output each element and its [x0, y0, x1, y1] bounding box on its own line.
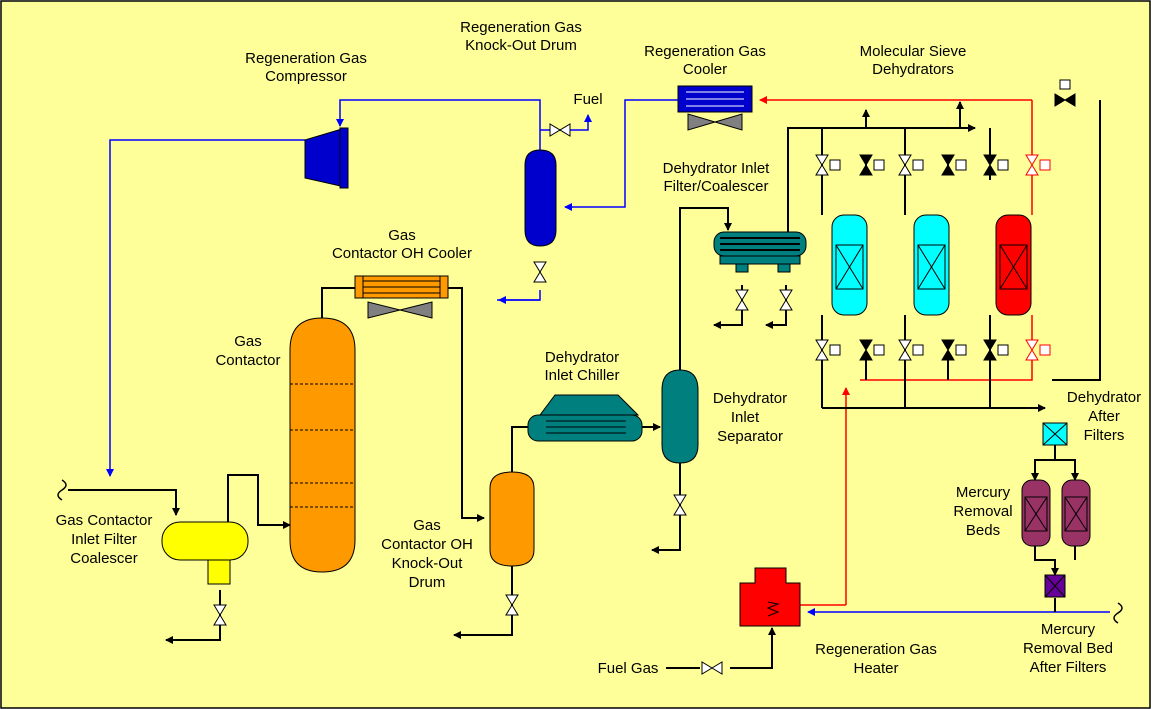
regen-heater: [739, 567, 801, 627]
mol-sieve-vessel-2: [913, 214, 950, 316]
mercury-removal-beds: [1021, 479, 1091, 547]
inlet-filter-coalescer: [161, 521, 249, 585]
regen-hot-lines: [759, 96, 1033, 606]
label-fuel: Fuel: [573, 91, 602, 108]
mol-sieve-vessel-1: [831, 214, 868, 316]
regen-compressor: [304, 127, 349, 189]
mercury-after-filter: [1044, 574, 1066, 598]
dehydrator-inlet-chiller: [527, 394, 643, 442]
valve-actuators: [829, 79, 1071, 356]
label-fuel-gas: Fuel Gas: [598, 660, 659, 677]
dehydrator-after-filter: [1042, 422, 1068, 446]
regen-gas-lines: [106, 99, 1110, 616]
regen-ko-drum: [524, 149, 557, 247]
regen-cooler: [677, 85, 753, 131]
inlet-break-symbol: [57, 479, 67, 501]
dehydrator-inlet-separator: [661, 369, 699, 464]
valves: [213, 93, 1076, 675]
mol-sieve-vessel-3: [995, 214, 1032, 316]
gas-contactor: [289, 317, 356, 573]
contactor-oh-cooler: [354, 275, 449, 319]
outlet-break-symbol: [1113, 602, 1123, 624]
process-lines: [68, 100, 1101, 669]
dehydrator-inlet-filter-coalescer: [713, 231, 807, 273]
contactor-oh-ko-drum: [489, 471, 535, 567]
